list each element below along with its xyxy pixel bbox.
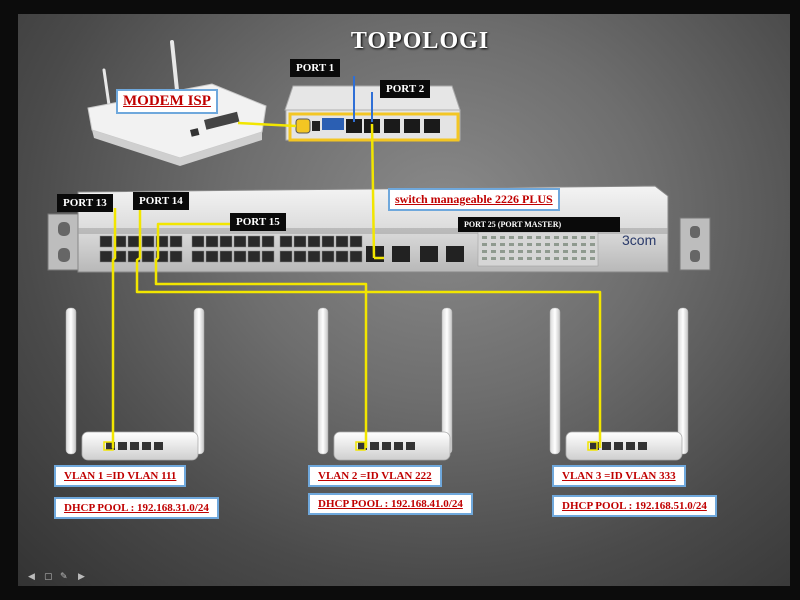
switch-port25-label: PORT 25 (PORT MASTER) — [458, 217, 620, 232]
ap3-dhcp-label: DHCP POOL : 192.168.51.0/24 — [552, 495, 717, 517]
router-port2-label: PORT 2 — [380, 80, 431, 98]
slide-next-icon[interactable]: ▶ — [78, 572, 85, 582]
ap2-vlan-label: VLAN 2 =ID VLAN 222 — [308, 465, 442, 487]
modem-isp-label: MODEM ISP — [116, 89, 218, 114]
switch-port14-label: PORT 14 — [133, 192, 189, 210]
slide-prev-icon[interactable]: ◀ — [28, 572, 35, 582]
switch-model-label: switch manageable 2226 PLUS — [388, 188, 560, 211]
switch-port13-label: PORT 13 — [57, 194, 113, 212]
ap1-vlan-label: VLAN 1 =ID VLAN 111 — [54, 465, 187, 487]
ap1-dhcp-label: DHCP POOL : 192.168.31.0/24 — [54, 497, 219, 519]
switch-brand-logo: 3com — [622, 232, 657, 248]
diagram-title: TOPOLOGI — [350, 28, 490, 54]
switch-port15-label: PORT 15 — [230, 213, 286, 231]
ap3-vlan-label: VLAN 3 =ID VLAN 333 — [552, 465, 686, 487]
slide-menu-icon[interactable]: ▢ — [44, 572, 53, 582]
slide-pen-icon[interactable]: ✎ — [60, 572, 68, 582]
router-port1-label: PORT 1 — [290, 59, 341, 77]
ap2-dhcp-label: DHCP POOL : 192.168.41.0/24 — [308, 493, 473, 515]
